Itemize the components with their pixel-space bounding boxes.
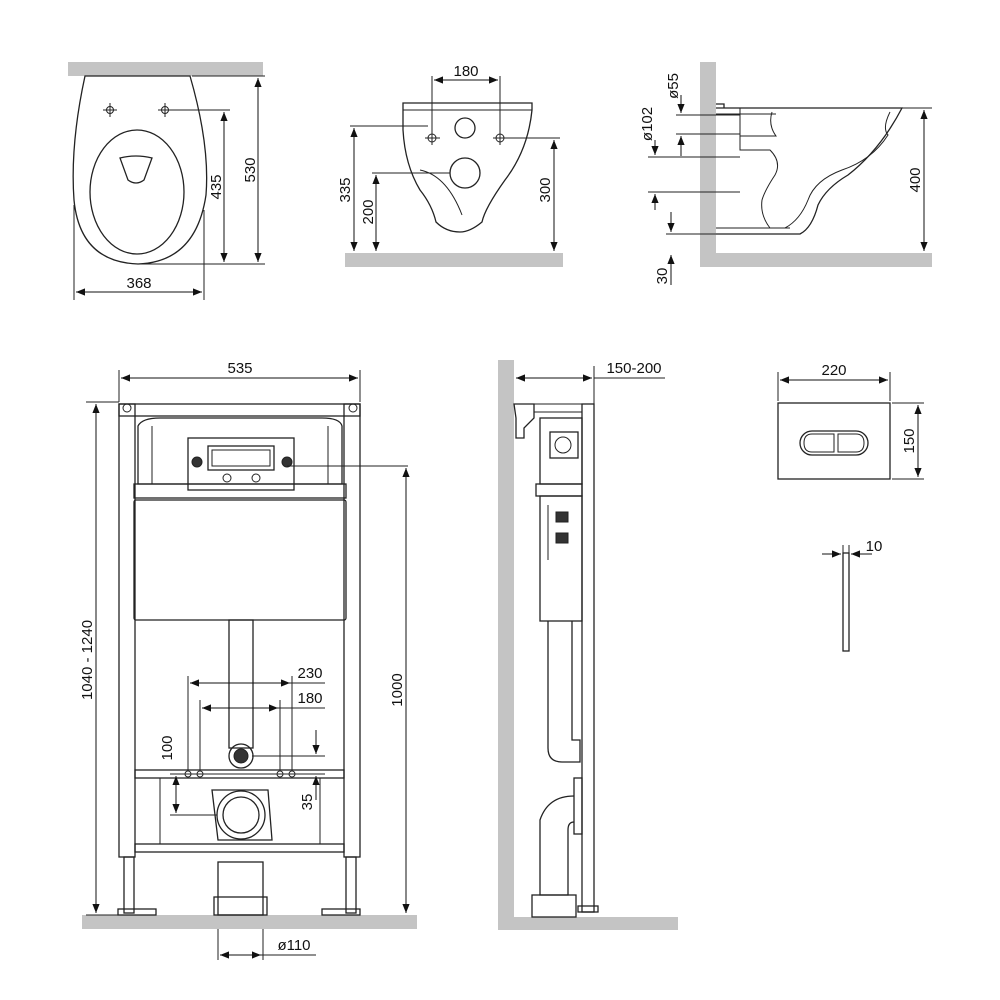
label-220: 220 xyxy=(821,362,846,379)
label-335: 335 xyxy=(337,177,354,202)
side-cistern-inner xyxy=(549,431,579,459)
label-150-200: 150-200 xyxy=(606,360,661,377)
frame-side-view: 150-200 xyxy=(498,360,678,930)
bolt-right xyxy=(493,131,507,145)
bowl-rear-inner xyxy=(419,169,463,216)
label-1000: 1000 xyxy=(389,673,406,706)
mounting-hole-right xyxy=(158,103,230,117)
label-10: 10 xyxy=(866,538,883,555)
seat-opening xyxy=(89,129,185,255)
side-drain-elbow xyxy=(573,777,583,835)
flush-pipe xyxy=(228,619,254,749)
leg-right xyxy=(345,856,357,914)
floor-frame-front xyxy=(82,915,417,929)
wall-side xyxy=(700,62,716,267)
label-o55: ø55 xyxy=(665,73,682,99)
rim-outlet xyxy=(119,155,153,184)
floor-rear xyxy=(345,253,563,267)
wall-frame-side xyxy=(498,360,514,930)
frame-left-post xyxy=(118,403,136,858)
bowl-rear-outline xyxy=(402,102,533,233)
side-drain-bend xyxy=(539,795,575,896)
label-100: 100 xyxy=(159,735,176,760)
leg-left xyxy=(123,856,135,914)
outlet-hole xyxy=(449,157,481,189)
label-o110: ø110 xyxy=(277,937,310,954)
cistern-panel xyxy=(133,499,347,621)
frame-front-view: 535 1040 - 1240 1000 230 180 100 35 ø110 xyxy=(79,360,417,960)
side-flush-pipe xyxy=(547,621,581,763)
label-o102: ø102 xyxy=(639,107,656,141)
side-cistern-body xyxy=(539,495,583,622)
floor-side xyxy=(700,253,932,267)
cross-rail-lower xyxy=(134,843,345,853)
cistern-body xyxy=(137,417,343,485)
label-180-bolts: 180 xyxy=(453,63,478,80)
wall-bracket xyxy=(513,403,535,439)
bowl-side-outline xyxy=(716,107,904,235)
label-30: 30 xyxy=(654,268,671,285)
flush-buttons xyxy=(799,430,869,456)
bowl-side-inner xyxy=(784,111,891,229)
bowl-side-view: ø55 ø102 400 30 xyxy=(639,62,932,285)
inlet-hole xyxy=(454,117,476,139)
label-1040-1240: 1040 - 1240 xyxy=(79,620,96,700)
label-368: 368 xyxy=(126,275,151,292)
flush-plate-side xyxy=(842,552,850,652)
side-pipe-stub xyxy=(716,103,725,108)
cistern-band xyxy=(133,483,347,499)
floor-frame-side xyxy=(498,917,678,930)
label-300: 300 xyxy=(537,177,554,202)
frame-right-post xyxy=(343,403,361,858)
label-435: 435 xyxy=(208,174,225,199)
label-400: 400 xyxy=(907,167,924,192)
label-230: 230 xyxy=(297,665,322,682)
bowl-rear-view: 180 335 200 300 xyxy=(337,63,563,267)
label-150: 150 xyxy=(901,428,918,453)
flush-plate-view: 220 150 10 xyxy=(777,362,924,652)
label-200: 200 xyxy=(360,199,377,224)
label-35: 35 xyxy=(299,794,316,811)
mounting-hole-left xyxy=(103,103,117,117)
drain-pipe xyxy=(217,861,264,916)
bolt-left xyxy=(425,131,440,145)
label-180-frame: 180 xyxy=(297,690,322,707)
label-535: 535 xyxy=(227,360,252,377)
frame-top-rail xyxy=(118,403,361,417)
wall-top xyxy=(68,62,263,76)
side-post xyxy=(581,403,595,913)
flush-opening xyxy=(187,437,295,491)
cross-rail-upper xyxy=(134,769,345,779)
side-cistern-top xyxy=(539,417,583,485)
bowl-top-view: 368 435 530 xyxy=(68,62,265,300)
label-530: 530 xyxy=(242,157,259,182)
drain-bracket xyxy=(211,789,273,841)
drain-outlet xyxy=(216,790,266,840)
flush-plate xyxy=(777,402,891,480)
bowl-top-outline xyxy=(72,75,208,265)
flush-window xyxy=(207,445,275,471)
